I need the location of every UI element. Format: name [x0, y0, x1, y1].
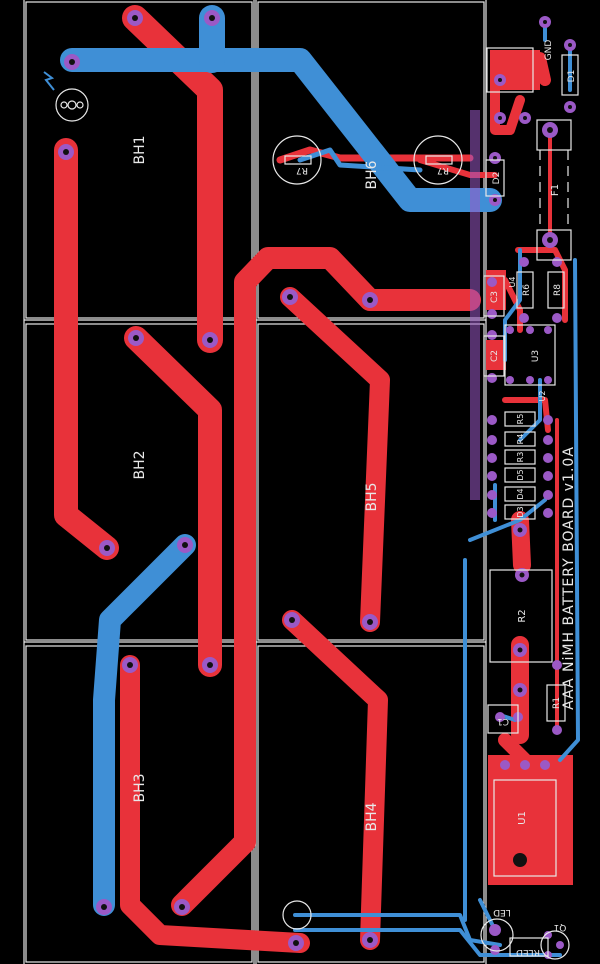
- label-c2: C2: [490, 350, 500, 362]
- component-silkscreen: [43, 47, 579, 960]
- regulator-copper-pour: [488, 755, 573, 885]
- battery-polarity-symbol: [55, 88, 89, 122]
- label-led: LED: [493, 907, 511, 917]
- holder-bh1-outline: [25, 1, 253, 319]
- label-r4: R4: [516, 434, 525, 445]
- label-d1: D1: [567, 70, 577, 83]
- label-q1: Q1: [554, 922, 567, 932]
- label-r7-left: R7: [296, 165, 308, 175]
- label-u3: U3: [531, 350, 541, 362]
- label-r8: R8: [553, 284, 563, 296]
- label-bh1: BH1: [132, 135, 148, 164]
- label-r2: R2: [517, 609, 528, 622]
- top-copper-traces: [54, 5, 573, 953]
- label-d4: D4: [516, 488, 525, 499]
- label-d2: D2: [492, 172, 502, 185]
- silk-labels: BH1 BH2 BH3 BH6 BH5 BH4 AAA NiMH BATTERY…: [132, 40, 577, 957]
- label-d5: D5: [516, 469, 525, 480]
- label-r1: R1: [552, 697, 562, 709]
- holder-bh5-outline: [257, 323, 485, 641]
- layer-overlap-band: [470, 110, 480, 500]
- label-r3: R3: [516, 452, 525, 463]
- label-bh4: BH4: [364, 802, 380, 831]
- label-c3: C3: [490, 291, 500, 303]
- label-c1: C1: [497, 716, 509, 726]
- label-u1: U1: [517, 811, 528, 825]
- pads-and-vias: [58, 10, 576, 959]
- label-r7-right: R7: [437, 165, 449, 175]
- label-bh2: BH2: [132, 450, 148, 479]
- label-u4: U4: [508, 277, 517, 288]
- label-r5: R5: [516, 414, 525, 425]
- label-r6: R6: [522, 284, 532, 296]
- label-rled: RLED: [516, 947, 540, 957]
- holder-bh6-outline: [257, 1, 485, 319]
- holder-bh4-outline: [257, 645, 485, 963]
- label-gnd: GND: [544, 40, 554, 61]
- label-bh5: BH5: [364, 482, 380, 511]
- label-f1: F1: [550, 184, 561, 196]
- label-bh3: BH3: [132, 773, 148, 802]
- bottom-copper-traces: [60, 5, 580, 957]
- board-title: AAA NiMH BATTERY BOARD v1.0A: [561, 446, 577, 710]
- label-d3: D3: [516, 506, 525, 517]
- label-bh6: BH6: [364, 160, 380, 189]
- label-u2: U2: [538, 391, 547, 402]
- lightning-icon: [43, 71, 55, 91]
